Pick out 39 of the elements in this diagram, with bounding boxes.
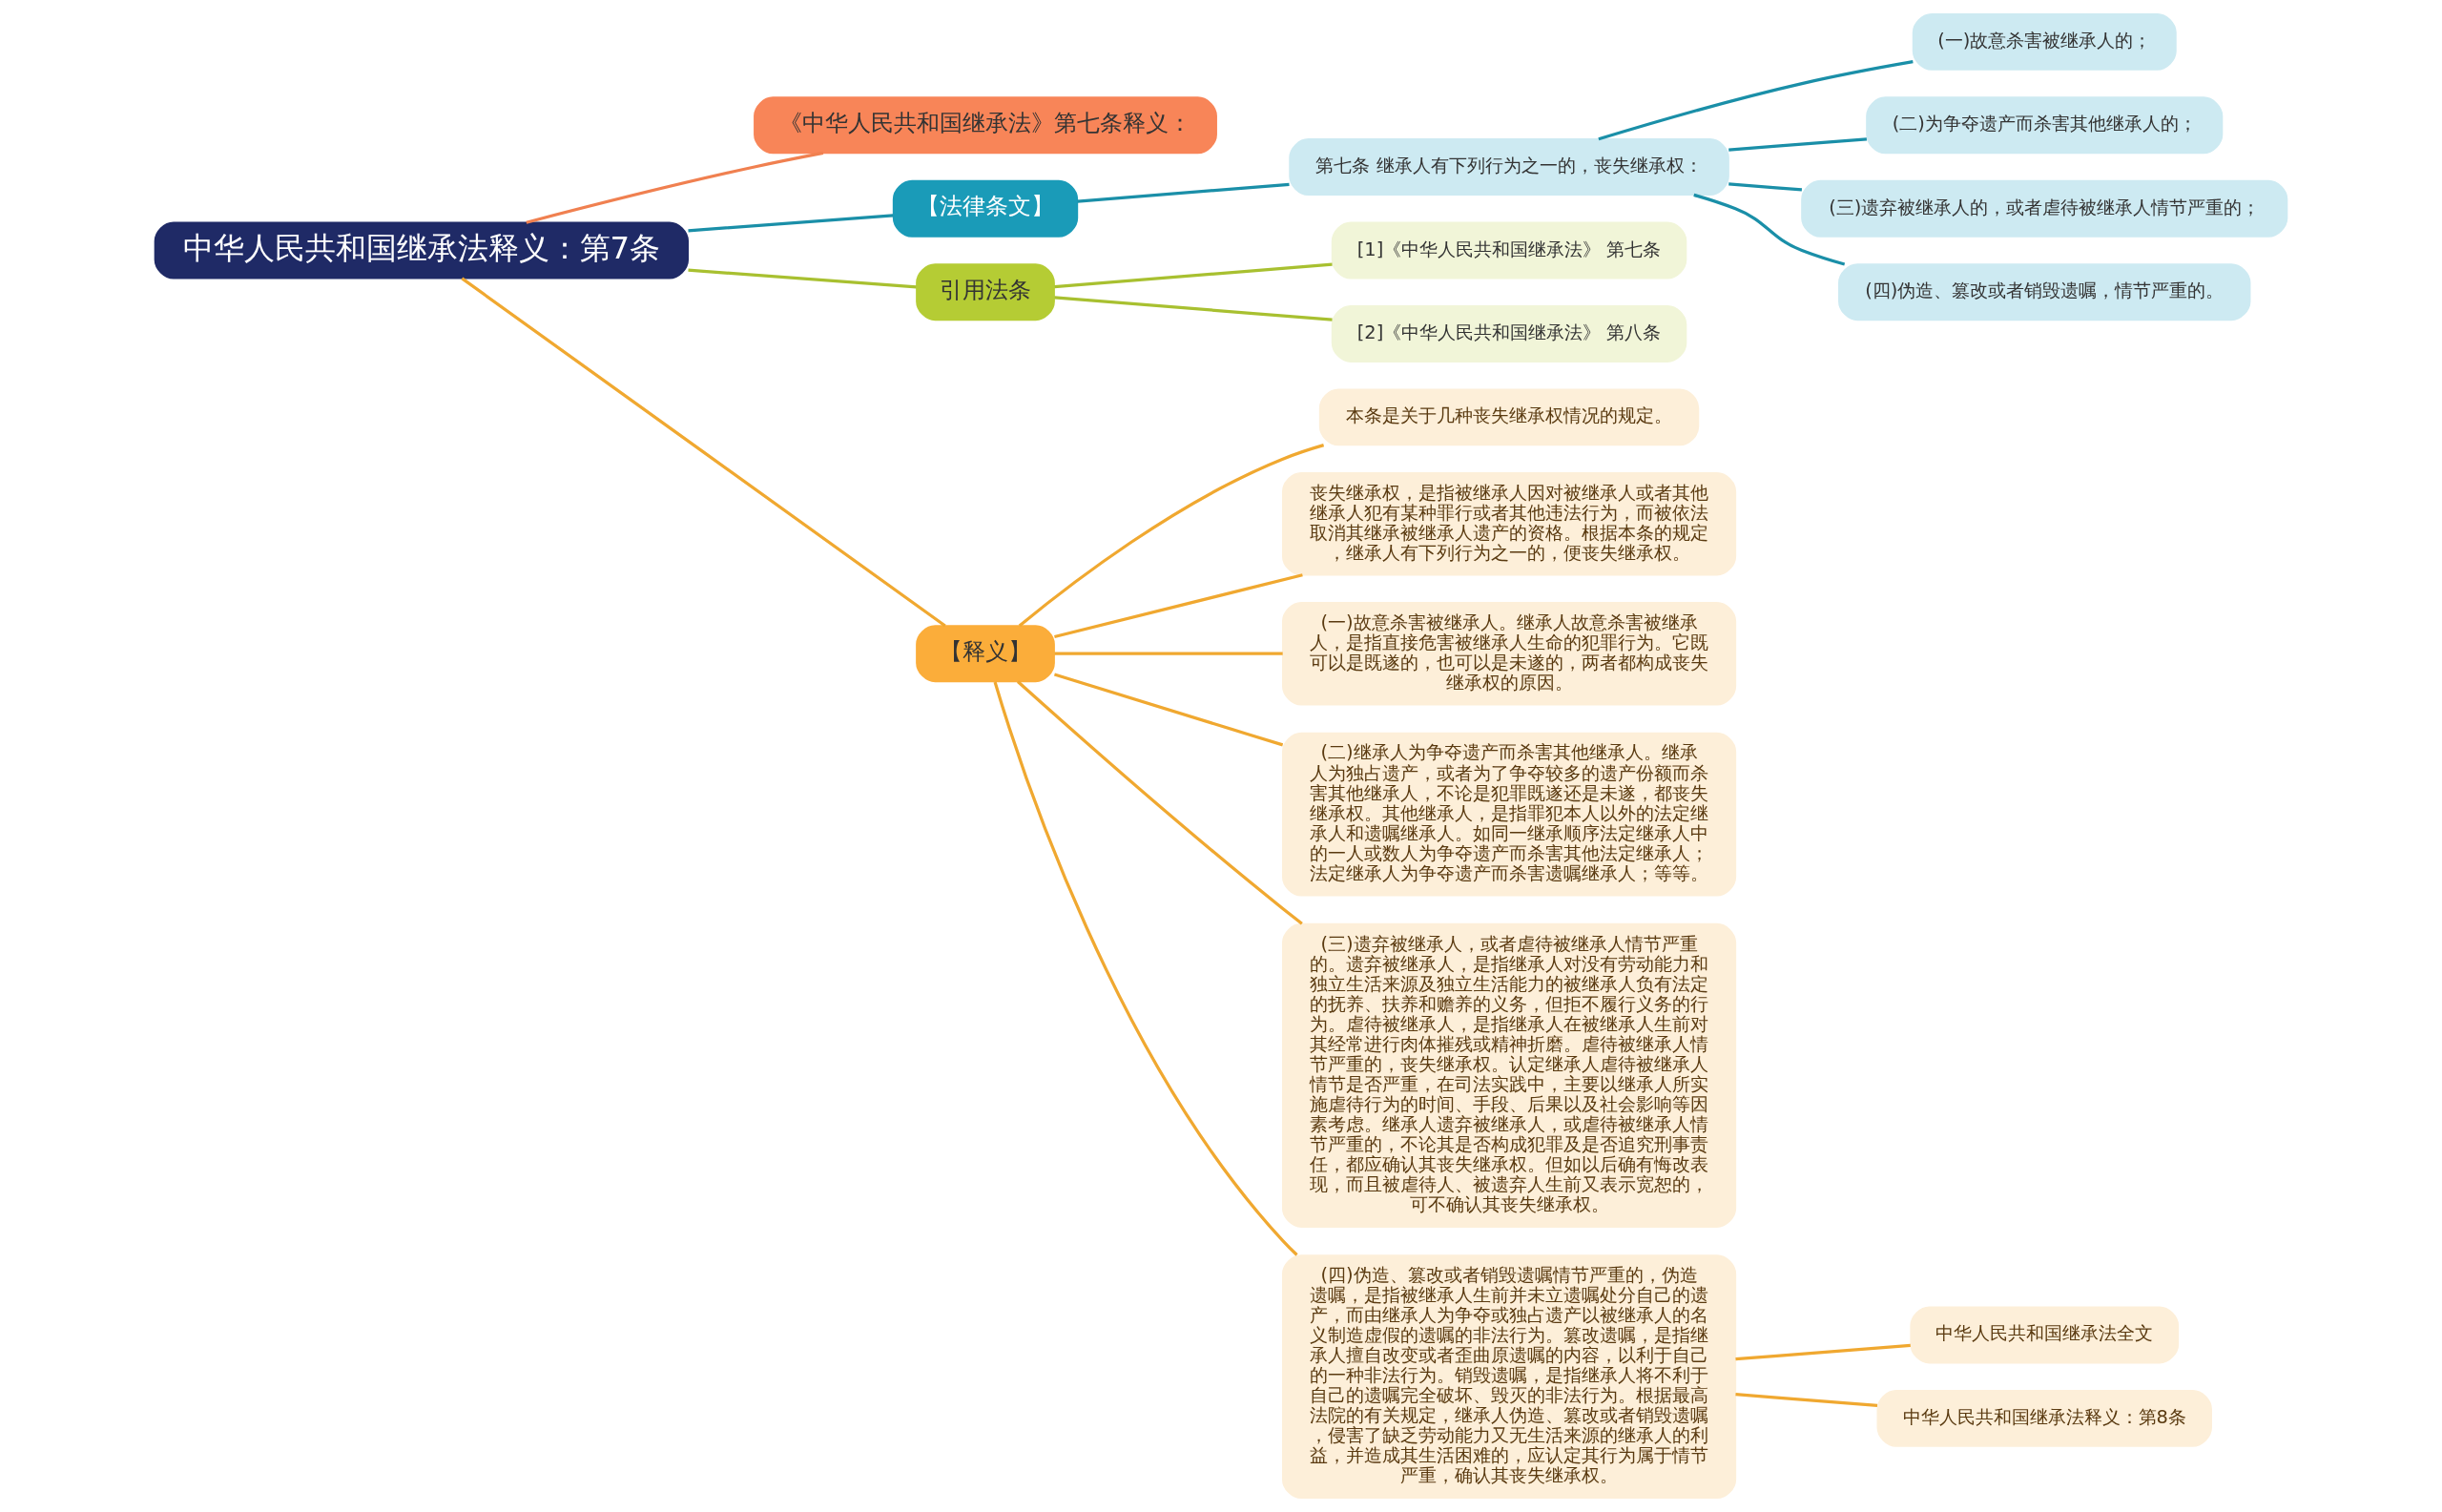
connector — [1735, 1393, 1878, 1407]
connector — [1054, 573, 1303, 639]
node-box: 中华人民共和国继承法释义：第7条 — [154, 221, 690, 280]
node-box: (四)伪造、篡改或者销毁遗嘱情节严重的，伪造遗嘱，是指被继承人生前并未立遗嘱处分自己的遗产，而由继承人为争夺或独占遗产以被继承人的名义制造虚假的遗嘱的非法行为。篡改遗嘱，是指继承人擅自改变或者歪曲原遗嘱的内容，以利于自己的一种非法行为。销毁遗嘱，是指继承人将不利于自己的遗嘱完全破坏、毁灭的非法行为。根据最高法院的有关规定，继承人伪造、篡改或者销毁遗嘱，侵害了缺乏劳动能力又无生活来源的继承人的利益，并造成其生活困难的，应认定其行为属于情节严重，确认其丧失继承权。 — [1281, 1254, 1737, 1500]
connector — [688, 268, 917, 289]
connector — [1728, 137, 1867, 152]
connector — [688, 214, 894, 233]
connector — [1053, 673, 1284, 747]
node-box: [1]《中华人民共和国继承法》 第七条 — [1331, 221, 1687, 280]
node-box: 本条是关于几种丧失继承权情况的规定。 — [1318, 388, 1700, 446]
node-box: 中华人民共和国继承法全文 — [1910, 1306, 2180, 1364]
node-box: (三)遗弃被继承人的，或者虐待被继承人情节严重的； — [1801, 179, 2288, 238]
node-box: 【法律条文】 — [892, 179, 1079, 238]
connector — [1735, 1343, 1911, 1361]
node-box: 《中华人民共和国继承法》第七条释义： — [754, 96, 1217, 155]
connector — [1054, 262, 1333, 289]
connector — [1016, 680, 1303, 925]
node-box: 【释义】 — [916, 625, 1055, 683]
connector — [526, 151, 824, 224]
connector — [1728, 182, 1803, 192]
node-box: (一)故意杀害被继承人的； — [1912, 12, 2177, 71]
connector — [993, 681, 1298, 1256]
node-box: 引用法条 — [916, 263, 1055, 321]
connector — [1018, 444, 1325, 628]
connector — [1054, 652, 1283, 655]
node-box: (二)继承人为争夺遗产而杀害其他继承人。继承人为独占遗产，或者为了争夺较多的遗产份额而杀害其他继承人，不论是犯罪既遂还是未遂，都丧失继承权。其他继承人，是指罪犯本人以外的法定继承人和遗嘱继承人。如同一继承顺序法定继承人中的一人或数人为争夺遗产而杀害其他法定继承人；法定继承人为争夺遗产而杀害遗嘱继承人；等等。 — [1281, 732, 1737, 897]
node-box: (一)故意杀害被继承人。继承人故意杀害被继承人，是指直接危害被继承人生命的犯罪行为。它既可以是既遂的，也可以是未遂的，两者都构成丧失继承权的原因。 — [1281, 601, 1737, 706]
connector — [1054, 296, 1333, 321]
node-box: (三)遗弃被继承人，或者虐待被继承人情节严重的。遗弃被继承人，是指继承人对没有劳动能力和独立生活来源及独立生活能力的被继承人负有法定的抚养、扶养和赡养的义务，但拒不履行义务的行为。虐待被继承人，是指继承人在被继承人生前对其经常进行肉体摧残或精神折磨。虐待被继承人情节严重的，丧失继承权。认定继承人虐待被继承人情节是否严重，在司法实践中，主要以继承人所实施虐待行为的时间、手段、后果以及社会影响等因素考虑。继承人遗弃被继承人，或虐待被继承人情节严重的，不论其是否构成犯罪及是否追究刑事责任，都应确认其丧失继承权。但如以后确有悔改表现，而且被虐待人、被遗弃人生前又表示宽恕的，可不确认其丧失继承权。 — [1281, 922, 1737, 1228]
node-box: (二)为争夺遗产而杀害其他继承人的； — [1866, 96, 2224, 155]
connector — [1077, 182, 1290, 203]
connector — [1693, 193, 1846, 266]
node-box: (四)伪造、篡改或者销毁遗嘱，情节严重的。 — [1838, 263, 2251, 321]
node-box: 第七条 继承人有下列行为之一的，丧失继承权： — [1289, 138, 1729, 196]
node-box: 丧失继承权，是指被继承人因对被继承人或者其他继承人犯有某种罪行或者其他违法行为，而被依法取消其继承被继承人遗产的资格。根据本条的规定，继承人有下列行为之一的，便丧失继承权。 — [1281, 471, 1737, 576]
node-box: [2]《中华人民共和国继承法》 第八条 — [1331, 305, 1687, 362]
connector — [461, 277, 946, 628]
connector — [1598, 60, 1914, 141]
node-box: 中华人民共和国继承法释义：第8条 — [1876, 1389, 2212, 1447]
